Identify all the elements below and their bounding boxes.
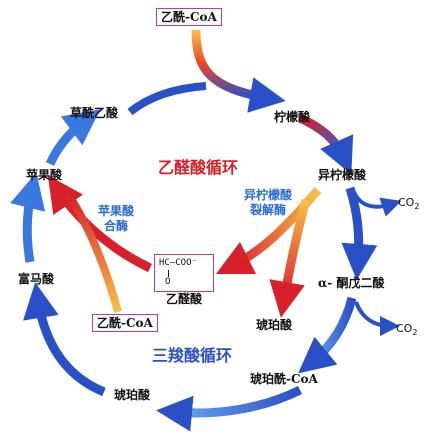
isocitrate-label: 异柠檬酸	[318, 168, 367, 182]
arrow-succinate-to-fumarate	[23, 282, 106, 397]
arrow-akg-to-succinylcoa	[298, 296, 357, 374]
malate-label: 苹果酸	[26, 168, 63, 182]
glyoxylate-cycle-title: 乙醛酸循环	[158, 158, 239, 177]
glyoxylate-bond-line	[168, 270, 169, 277]
co2-label-1: CO2	[398, 196, 419, 211]
co2-2-text: CO	[396, 322, 413, 335]
alpha-ketoglutarate-label: α- 酮戊二酸	[318, 276, 385, 290]
isocitrate-lyase-line2: 裂解酶	[250, 203, 287, 217]
malate-synthase-line1: 苹果酸	[98, 204, 135, 218]
glyoxylate-structure-box: HC—COO⁻ O	[154, 254, 214, 292]
arrow-malate-to-oxaloacetate	[45, 109, 101, 166]
arrow-glyoxylate-to-malate	[47, 175, 152, 273]
arrow-acetylcoa-to-citrate	[191, 29, 286, 113]
arrow-co2-release-1	[352, 191, 402, 217]
arrow-oxaloacetate-to-citrate	[127, 82, 207, 116]
arrow-isocitrate-to-akg	[341, 186, 378, 280]
co2-2-subscript: 2	[412, 328, 418, 338]
arrow-acetylcoa-side-to-malate	[64, 191, 122, 314]
fumarate-label: 富马酸	[18, 272, 55, 286]
arrow-fumarate-to-malate	[10, 172, 46, 263]
glyoxylate-label: 乙醛酸	[166, 292, 203, 306]
tca-cycle-title: 三羧酸循环	[152, 346, 233, 365]
succinate-bottom-label: 琥珀酸	[114, 388, 151, 402]
isocitrate-lyase-line1: 异柠檬酸	[244, 188, 293, 202]
isocitrate-lyase-label: 异柠檬酸 裂解酶	[244, 188, 292, 218]
glyoxylate-structure-line1: HC—COO⁻	[159, 258, 197, 268]
arrow-succinylcoa-to-succinate	[156, 385, 303, 432]
glyoxylate-structure-line2: O	[165, 277, 171, 287]
succinate-middle-label: 琥珀酸	[256, 318, 293, 332]
malate-synthase-line2: 合酶	[104, 219, 129, 233]
malate-synthase-label: 苹果酸 合酶	[98, 204, 134, 234]
citrate-label: 柠檬酸	[274, 110, 311, 124]
oxaloacetate-label: 草酰乙酸	[70, 106, 119, 120]
arrow-citrate-to-isocitrate	[298, 113, 354, 175]
co2-1-text: CO	[398, 196, 415, 209]
succinyl-coa-label: 琥珀酰-CoA	[250, 372, 318, 386]
acetyl-coa-top-label: 乙酰-CoA	[156, 8, 222, 26]
co2-label-2: CO2	[396, 322, 417, 337]
co2-1-subscript: 2	[414, 202, 420, 212]
arrow-co2-release-2	[354, 301, 400, 336]
acetyl-coa-side-label: 乙酰-CoA	[92, 314, 158, 332]
arrow-isocitrate-lyase-to-succinate	[269, 198, 311, 318]
